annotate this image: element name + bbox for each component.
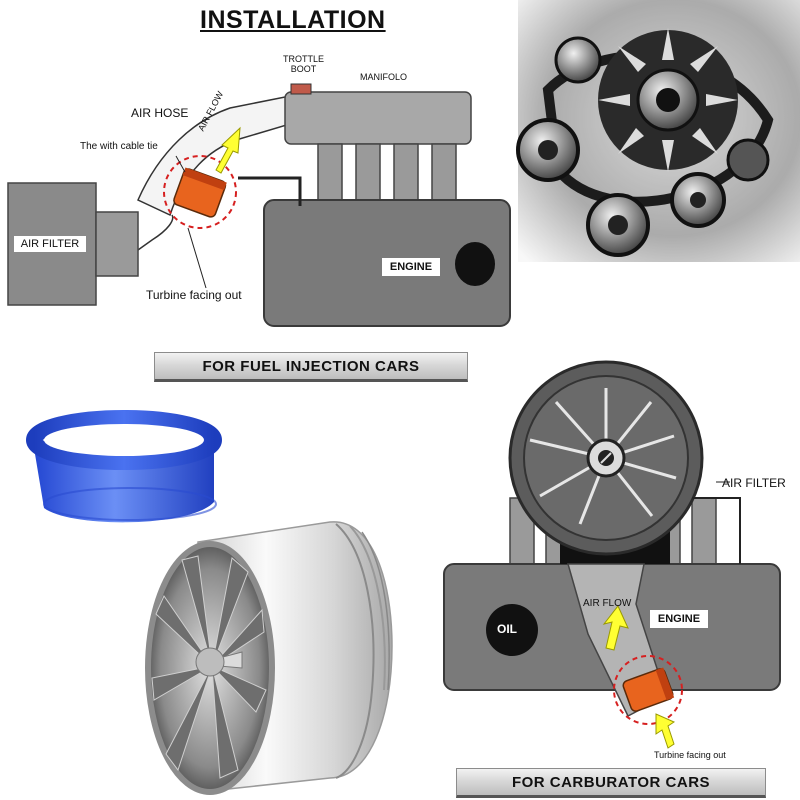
air-hose-label: AIR HOSE [131, 106, 189, 120]
air-flow-label-bottom: AIR FLOW [583, 598, 632, 609]
fuel-injection-diagram [7, 83, 511, 327]
alternator-fins [598, 28, 738, 172]
installation-title: INSTALLATION [200, 6, 386, 34]
air-filter-label-bottom: AIR FILTER [722, 476, 786, 490]
turbine-facing-out-label-bottom: Turbine facing out [654, 750, 726, 760]
air-filter-label: AIR FILTER [14, 236, 86, 252]
turbo-fan-body [145, 521, 393, 795]
engine-photo [516, 0, 800, 262]
throttle-boot-label: TROTTLE BOOT [283, 54, 325, 74]
manifold-label: MANIFOLO [360, 72, 408, 82]
carburetor-diagram [443, 360, 781, 749]
oil-label: OIL [497, 622, 517, 636]
carburetor-banner: FOR CARBURATOR CARS [456, 768, 766, 798]
engine-label: ENGINE [382, 258, 440, 276]
fuel-injection-banner: FOR FUEL INJECTION CARS [154, 352, 468, 382]
product-photo [26, 410, 393, 795]
blue-silicone-ring [26, 410, 222, 523]
cable-tie-label: The with cable tie [80, 141, 158, 152]
engine-label-bottom: ENGINE [650, 610, 708, 628]
turbine-facing-out-label: Turbine facing out [146, 288, 242, 302]
